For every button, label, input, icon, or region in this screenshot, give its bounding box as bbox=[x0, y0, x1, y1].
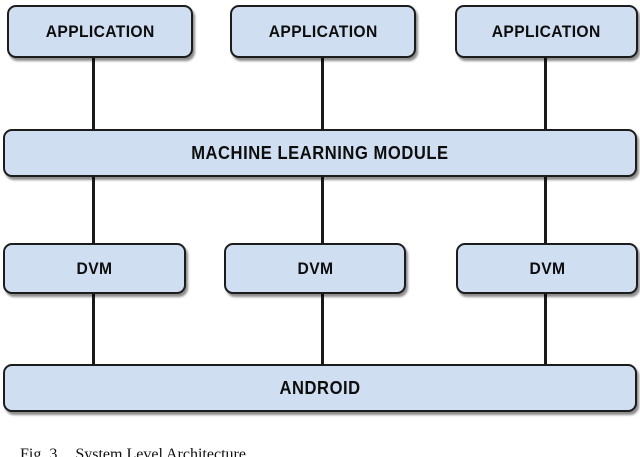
node-android[interactable]: ANDROID bbox=[3, 364, 637, 412]
connector-dvm3-to-android bbox=[544, 291, 547, 367]
node-application-1[interactable]: APPLICATION bbox=[7, 5, 193, 58]
node-android-label: ANDROID bbox=[279, 377, 361, 398]
node-application-3-label: APPLICATION bbox=[492, 21, 601, 41]
architecture-diagram: APPLICATION APPLICATION APPLICATION MACH… bbox=[3, 5, 638, 412]
connector-dvm2-to-android bbox=[321, 291, 324, 367]
connector-app3-to-mlm bbox=[544, 56, 547, 132]
figure-title: System Level Architecture bbox=[75, 446, 246, 457]
connector-mlm-to-dvm3 bbox=[544, 174, 547, 248]
node-dvm-2-label: DVM bbox=[297, 258, 333, 278]
node-dvm-3-label: DVM bbox=[529, 258, 565, 278]
node-dvm-1-label: DVM bbox=[76, 258, 113, 278]
node-dvm-3[interactable]: DVM bbox=[456, 243, 638, 294]
node-dvm-1[interactable]: DVM bbox=[3, 243, 186, 294]
connector-dvm1-to-android bbox=[92, 291, 95, 367]
node-dvm-2[interactable]: DVM bbox=[224, 243, 406, 294]
connector-mlm-to-dvm2 bbox=[321, 174, 324, 248]
connector-app1-to-mlm bbox=[92, 56, 95, 132]
node-application-3[interactable]: APPLICATION bbox=[455, 5, 638, 58]
connector-app2-to-mlm bbox=[321, 56, 324, 132]
node-machine-learning-module[interactable]: MACHINE LEARNING MODULE bbox=[3, 129, 637, 177]
node-application-2-label: APPLICATION bbox=[268, 21, 378, 41]
node-application-1-label: APPLICATION bbox=[45, 21, 155, 41]
node-machine-learning-module-label: MACHINE LEARNING MODULE bbox=[191, 142, 449, 163]
node-application-2[interactable]: APPLICATION bbox=[230, 5, 416, 58]
connector-mlm-to-dvm1 bbox=[92, 174, 95, 248]
figure-number: Fig. 3. bbox=[20, 446, 62, 457]
figure-caption: Fig. 3. System Level Architecture bbox=[4, 428, 624, 457]
